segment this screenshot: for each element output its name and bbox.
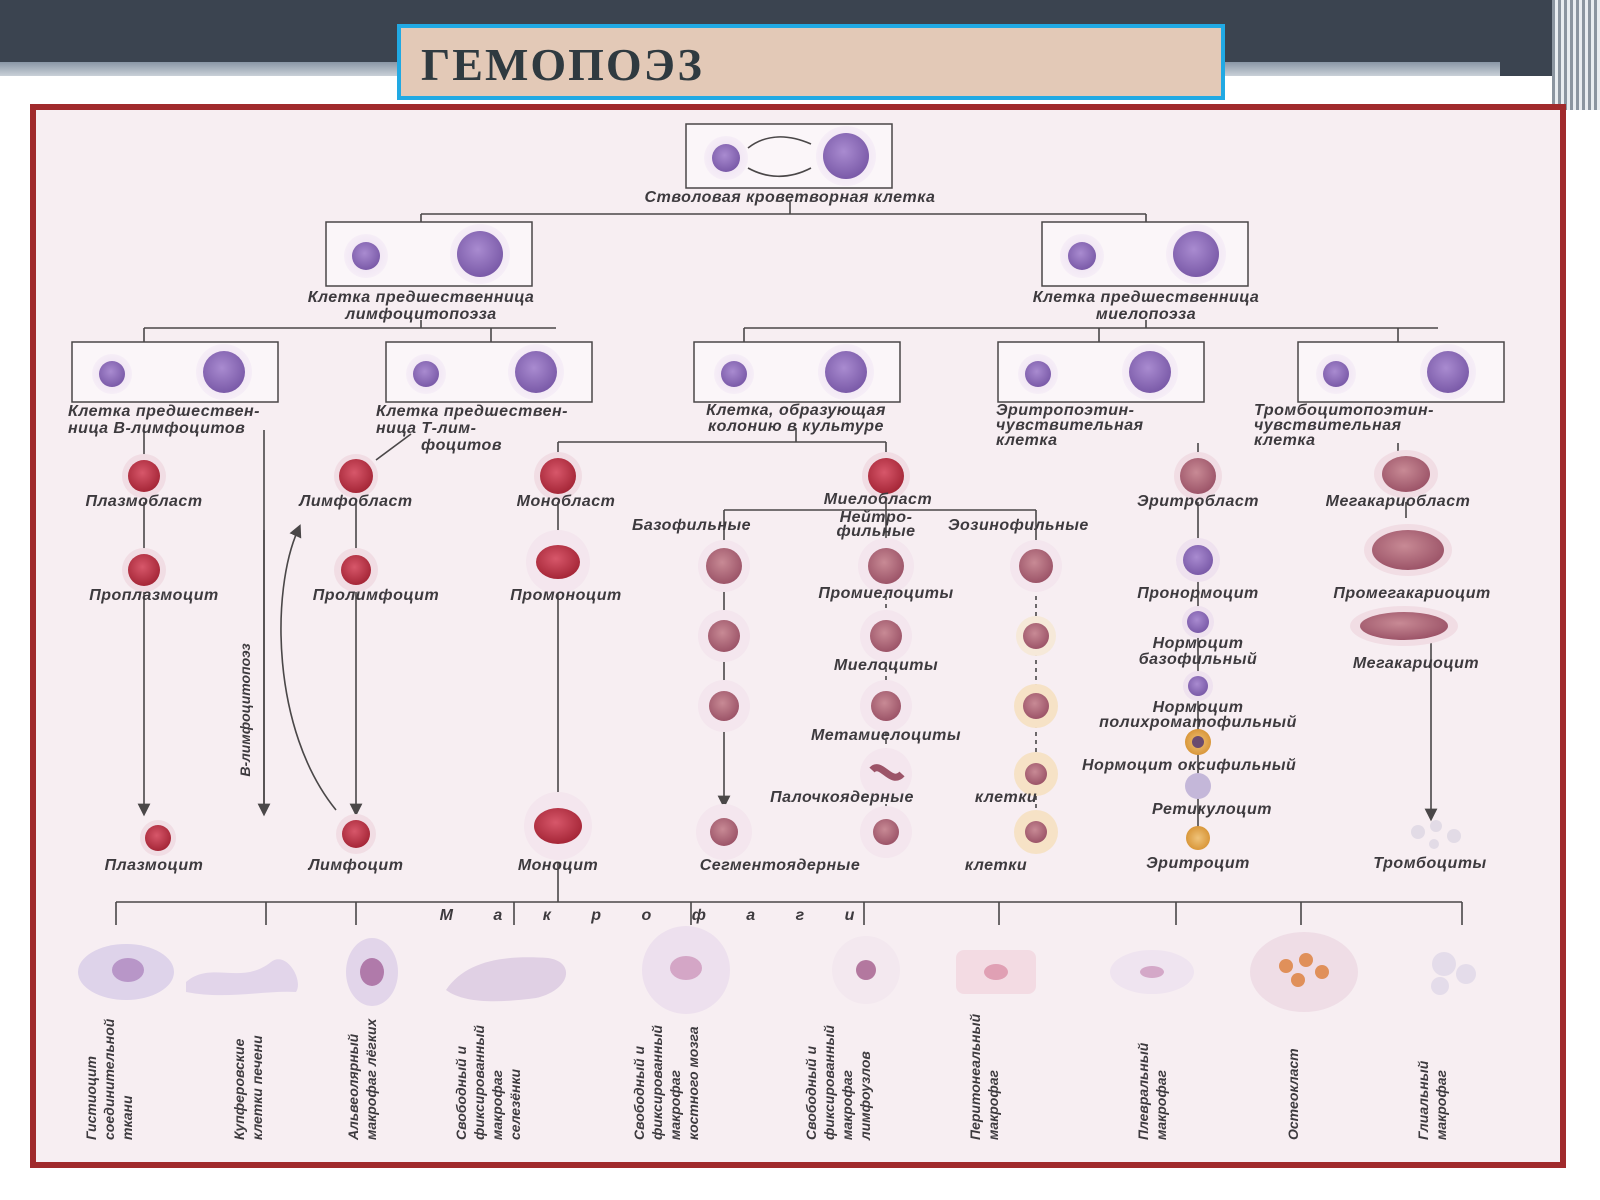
label-normocyte-baso-1: Нормоцит <box>1153 635 1244 652</box>
myelo-progenitor-box <box>1041 221 1249 287</box>
hematopoiesis-diagram: Стволовая кроветворная клетка Клетка пре… <box>68 123 1505 1141</box>
macrophage-label-3-line-1: Альвеолярный <box>345 1033 361 1141</box>
label-t-progenitor-3: фоцитов <box>421 437 502 454</box>
macrophage-label-1-line-3: ткани <box>119 1095 135 1140</box>
macrophage-label-7-line-2: макрофаг <box>985 1069 1001 1140</box>
stem-cell-box <box>685 123 893 189</box>
maturing-cells <box>698 606 1458 800</box>
label-erythroblast: Эритробласт <box>1137 493 1259 510</box>
macrophage-label-1-line-2: соединительной <box>101 1018 117 1140</box>
macrophage-label-2-line-1: Купферовские <box>231 1038 247 1140</box>
label-lymph-progenitor-1: Клетка предшественница <box>308 289 535 306</box>
pro-stage-cells <box>122 524 1452 594</box>
label-ery-progenitor-3: клетка <box>996 432 1058 449</box>
macrophage-label-4-line-4: селезёнки <box>507 1068 523 1140</box>
label-neutrophilic-2: фильные <box>836 523 915 540</box>
label-thr-progenitor-1: Тромбоцитопоэтин- <box>1254 402 1434 419</box>
label-b-progenitor-2: ница В-лимфоцитов <box>68 420 245 437</box>
label-stem-cell: Стволовая кроветворная клетка <box>645 189 936 206</box>
label-monoblast: Монобласт <box>517 493 616 510</box>
lymph-progenitor-box <box>325 221 533 287</box>
label-promyelocytes: Промиелоциты <box>818 585 953 602</box>
label-normocyte-baso-2: базофильный <box>1139 651 1258 668</box>
label-thr-progenitor-2: чувствительная <box>1254 417 1402 434</box>
label-segmented: Сегментоядерные <box>700 857 861 874</box>
blast-cells <box>122 450 1438 500</box>
diagram-frame: Стволовая кроветворная клетка Клетка пре… <box>30 104 1566 1168</box>
label-t-progenitor-2: ница Т-лим- <box>376 420 476 437</box>
macrophage-label-6-line-3: макрофаг <box>839 1069 855 1140</box>
label-megakaryoblast: Мегакариобласт <box>1326 493 1471 510</box>
label-myeloblast: Миелобласт <box>824 491 932 508</box>
macrophage-label-10-line-1: Глиальный <box>1415 1060 1431 1140</box>
label-cfu-1: Клетка, образующая <box>706 402 886 419</box>
label-neutrophilic-1: Нейтро- <box>840 509 913 526</box>
mature-cells <box>140 792 1461 860</box>
progenitor-row-boxes <box>71 341 1505 403</box>
macrophage-label-5-line-2: фиксированный <box>649 1025 665 1140</box>
label-t-progenitor-1: Клетка предшествен- <box>376 403 568 420</box>
label-thrombocytes: Тромбоциты <box>1373 855 1486 872</box>
macrophage-label-6-line-2: фиксированный <box>821 1025 837 1140</box>
label-promonocyte: Промоноцит <box>510 587 621 604</box>
macrophage-label-1-line-1: Гистиоцит <box>83 1056 99 1140</box>
macrophage-label-8-line-2: макрофаг <box>1153 1069 1169 1140</box>
label-b-progenitor-1: Клетка предшествен- <box>68 403 260 420</box>
label-basophilic: Базофильные <box>632 517 751 534</box>
macrophage-label-8-line-1: Плевральный <box>1135 1042 1151 1140</box>
title-box: ГЕМОПОЭЗ <box>397 24 1225 100</box>
label-myelo-progenitor-2: миелопоэза <box>1096 306 1196 323</box>
label-myelocytes: Миелоциты <box>834 657 938 674</box>
diagram-labels: Стволовая кроветворная клетка Клетка пре… <box>68 189 1490 924</box>
label-ery-progenitor-2: чувствительная <box>996 417 1144 434</box>
label-plasmocyte: Плазмоцит <box>105 857 204 874</box>
label-lymph-progenitor-2: лимфоцитопоэза <box>344 306 496 323</box>
label-ery-progenitor-1: Эритропоэтин- <box>996 402 1134 419</box>
label-pronormocyte: Пронормоцит <box>1137 585 1259 602</box>
label-proplasmocyte: Проплазмоцит <box>89 587 219 604</box>
label-thr-progenitor-3: клетка <box>1254 432 1316 449</box>
macrophage-label-4-line-2: фиксированный <box>471 1025 487 1140</box>
macrophage-label-6-line-1: Свободный и <box>803 1046 819 1140</box>
corner-decoration <box>1552 0 1600 110</box>
label-normocyte-oxy: Нормоцит оксифильный <box>1082 757 1296 774</box>
macrophage-label-3-line-2: макрофаг лёгких <box>363 1018 379 1140</box>
macrophage-label-4-line-3: макрофаг <box>489 1069 505 1140</box>
macrophage-label-5-line-4: костного мозга <box>685 1026 701 1140</box>
connector-lines <box>115 202 1463 925</box>
label-cells-1: клетки <box>975 789 1037 806</box>
macrophage-label-10-line-2: макрофаг <box>1433 1069 1449 1140</box>
label-macrophages: М а к р о ф а г и <box>440 907 873 924</box>
label-eosinophilic: Эозинофильные <box>948 517 1089 534</box>
macrophage-label-6-line-4: лимфоузлов <box>857 1051 873 1141</box>
label-plasmoblast: Плазмобласт <box>85 493 202 510</box>
macrophage-label-5-line-1: Свободный и <box>631 1046 647 1140</box>
label-metamyelocytes: Метамиелоциты <box>811 727 961 744</box>
label-cells-2: клетки <box>965 857 1027 874</box>
label-myelo-progenitor-1: Клетка предшественница <box>1033 289 1260 306</box>
label-erythrocyte: Эритроцит <box>1146 855 1250 872</box>
label-promegakaryocyte: Промегакариоцит <box>1333 585 1490 602</box>
label-megakaryocyte: Мегакариоцит <box>1353 655 1479 672</box>
label-reticulocyte: Ретикулоцит <box>1152 801 1272 818</box>
macrophage-cells <box>78 926 1476 1014</box>
macrophage-label-5-line-3: макрофаг <box>667 1069 683 1140</box>
label-b-lymphopoiesis: В-лимфоцитопоэз <box>237 643 253 776</box>
label-lymphocyte: Лимфоцит <box>308 857 404 874</box>
label-prolymphocyte: Пролимфоцит <box>313 587 439 604</box>
label-monocyte: Моноцит <box>518 857 598 874</box>
label-normocyte-poly-1: Нормоцит <box>1153 699 1244 716</box>
label-cfu-2: колонию в культуре <box>708 418 884 435</box>
label-normocyte-poly-2: полихроматофильный <box>1099 714 1297 731</box>
macrophage-label-2-line-2: клетки печени <box>249 1035 265 1140</box>
page-title: ГЕМОПОЭЗ <box>421 39 704 90</box>
label-lymphoblast: Лимфобласт <box>298 493 412 510</box>
macrophage-label-7-line-1: Перитонеальный <box>967 1013 983 1140</box>
macrophage-label-9-line-1: Остеокласт <box>1285 1048 1301 1140</box>
label-band: Палочкоядерные <box>770 789 914 806</box>
macrophage-label-4-line-1: Свободный и <box>453 1046 469 1140</box>
